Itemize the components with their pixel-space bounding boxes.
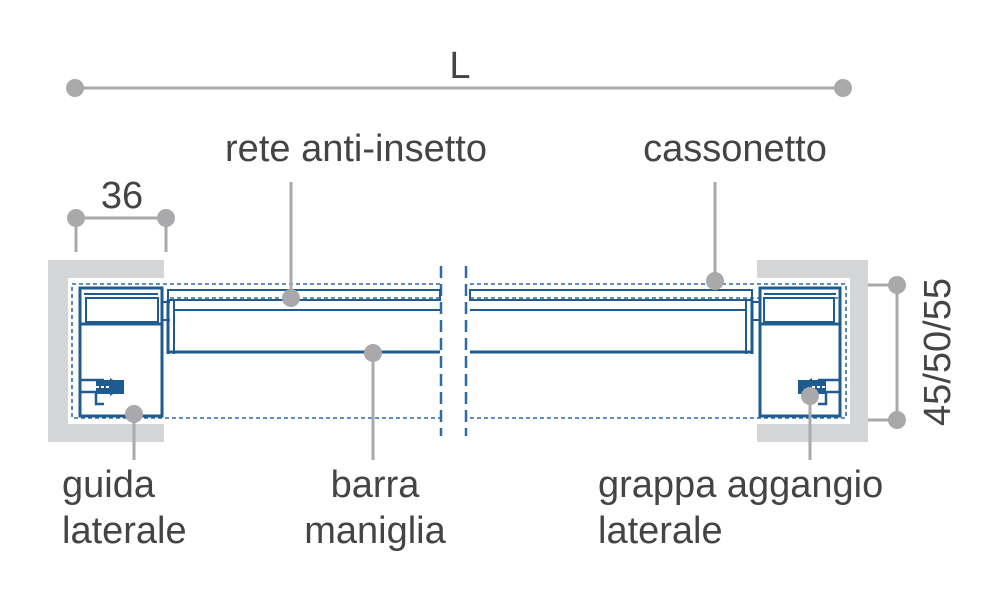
- height-label: 45/50/55: [917, 278, 959, 426]
- right-guide-profile: [752, 286, 842, 418]
- leader-clip: [801, 387, 819, 460]
- leader-box: [706, 182, 724, 290]
- left-clip: [86, 378, 124, 396]
- leader-bar: [364, 344, 382, 460]
- guide-width-label: 36: [101, 175, 143, 217]
- label-bar-line1: barra: [331, 464, 421, 506]
- label-box: cassonetto: [643, 128, 827, 170]
- label-guide-line2: laterale: [62, 510, 187, 552]
- length-label: L: [449, 45, 470, 87]
- net-right: [469, 289, 754, 354]
- label-clip-line2: laterale: [598, 510, 723, 552]
- right-wall: [757, 260, 868, 442]
- length-dimension: [66, 79, 852, 97]
- label-net: rete anti-insetto: [225, 128, 487, 170]
- net-left: [166, 289, 441, 354]
- height-dimension: [868, 276, 906, 429]
- label-guide-line1: guida: [62, 464, 156, 506]
- leader-net: [282, 182, 300, 307]
- left-wall: [48, 260, 164, 442]
- guide-width-dimension: [67, 209, 175, 252]
- left-guide-profile: [78, 286, 170, 418]
- break-marks: [439, 266, 468, 436]
- label-bar-line2: maniglia: [304, 510, 446, 552]
- leader-guide: [125, 405, 143, 460]
- label-clip-line1: grappa aggangio: [598, 464, 883, 506]
